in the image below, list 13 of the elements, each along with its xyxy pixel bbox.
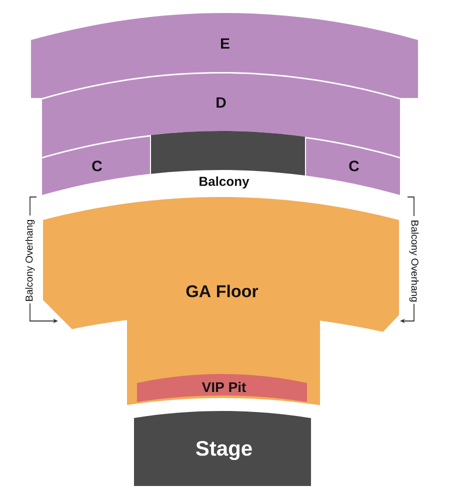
annotation-text: Balcony Overhang [409, 220, 419, 302]
annotation-text: Balcony Overhang [25, 220, 35, 301]
seating-section: C [42, 136, 150, 195]
area-label: Balcony [200, 176, 250, 189]
blocked-section [151, 131, 305, 176]
pit-section: VIP Pit [137, 374, 307, 402]
node-label: C [349, 160, 359, 172]
node-label: E [221, 38, 230, 49]
node-label: C [92, 160, 102, 172]
node-label: D [216, 97, 226, 108]
seating-section: E [31, 13, 418, 98]
seating-section: C [306, 138, 400, 195]
stage: Stage [134, 411, 311, 486]
